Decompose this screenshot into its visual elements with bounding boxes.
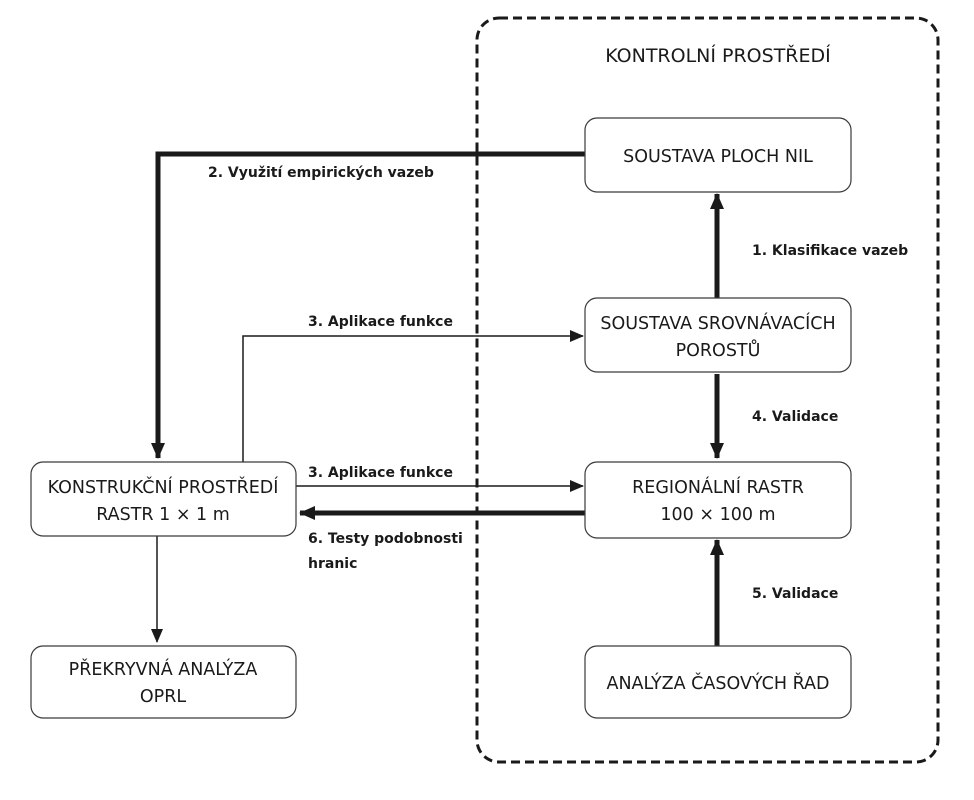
box-prekryvna-analyza: PŘEKRYVNÁ ANALÝZA OPRL — [30, 645, 297, 719]
box-soustava-ploch-nil-label: SOUSTAVA PLOCH NIL — [623, 147, 813, 167]
edge-label-3a: 3. Aplikace funkce — [308, 314, 453, 330]
edge-label-3b: 3. Aplikace funkce — [308, 465, 453, 481]
edge-label-2: 2. Využití empirických vazeb — [208, 165, 434, 181]
box-konstrukcni-label-2: RASTR 1 × 1 m — [96, 505, 230, 525]
box-soustava-ploch-nil: SOUSTAVA PLOCH NIL — [584, 117, 852, 193]
box-regionalni-rastr-label-2: 100 × 100 m — [660, 505, 775, 525]
box-soustava-srovnavacich-label-1: SOUSTAVA SROVNÁVACÍCH — [600, 312, 835, 334]
box-analyza-casovych-rad: ANALÝZA ČASOVÝCH ŘAD — [584, 645, 852, 719]
box-konstrukcni-prostredi: KONSTRUKČNÍ PROSTŘEDÍ RASTR 1 × 1 m — [30, 461, 297, 537]
box-analyza-casovych-rad-label: ANALÝZA ČASOVÝCH ŘAD — [607, 672, 830, 694]
box-regionalni-rastr: REGIONÁLNÍ RASTR 100 × 100 m — [584, 461, 852, 539]
region-title: KONTROLNÍ PROSTŘEDÍ — [605, 44, 831, 67]
edge-label-4: 4. Validace — [752, 409, 838, 425]
edge-label-6-line1: 6. Testy podobnosti — [308, 531, 463, 547]
box-konstrukcni-label-1: KONSTRUKČNÍ PROSTŘEDÍ — [48, 476, 279, 498]
edge-3a-connector — [242, 330, 584, 462]
box-soustava-srovnavacich-label-2: POROSTŮ — [676, 339, 761, 361]
edge-2-connector — [151, 151, 585, 459]
box-prekryvna-label-1: PŘEKRYVNÁ ANALÝZA — [69, 658, 258, 680]
edge-label-6-line2: hranic — [308, 556, 357, 572]
edge-label-5: 5. Validace — [752, 586, 838, 602]
box-regionalni-rastr-label-1: REGIONÁLNÍ RASTR — [632, 476, 804, 498]
box-prekryvna-label-2: OPRL — [140, 687, 186, 707]
edge-label-1: 1. Klasifikace vazeb — [752, 243, 908, 259]
control-environment-region — [475, 16, 940, 764]
box-soustava-srovnavacich-porostu: SOUSTAVA SROVNÁVACÍCH POROSTŮ — [584, 297, 852, 373]
